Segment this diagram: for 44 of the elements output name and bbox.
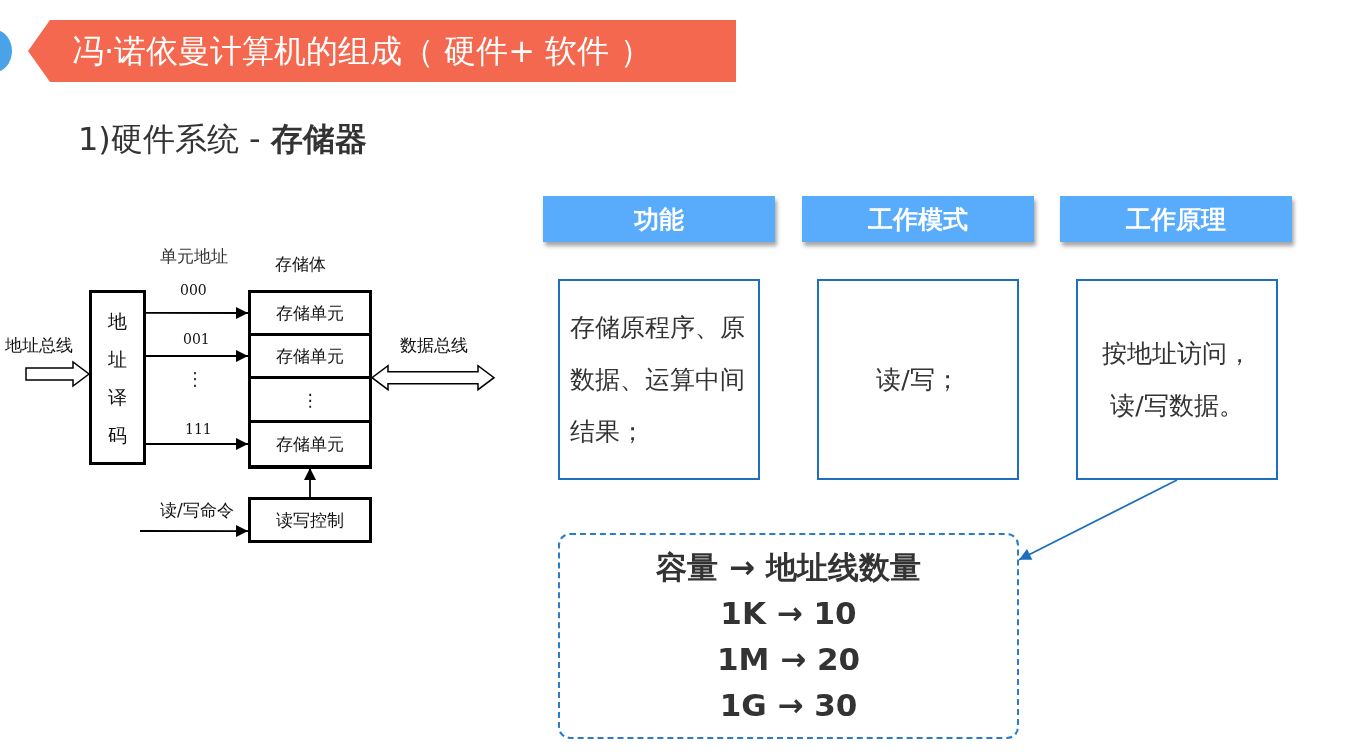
decoder-label: 地址译码	[107, 308, 128, 448]
edge-label: 001	[183, 331, 210, 347]
title-banner: 冯·诺依曼计算机的组成（ 硬件+ 软件 ）	[28, 20, 736, 82]
cell-label: 存储单元	[276, 301, 344, 325]
arrow	[25, 360, 91, 388]
cell-label: 存储单元	[276, 344, 344, 368]
decoder-box	[89, 290, 146, 465]
arrow	[145, 438, 249, 450]
control-box	[248, 497, 372, 543]
cell-label: 存储单元	[276, 432, 344, 456]
subtitle-text: 1)硬件系统 - 存储器	[78, 119, 367, 160]
header-tab	[1060, 196, 1292, 242]
content-box	[817, 279, 1019, 480]
edge-label: 数据总线	[400, 334, 468, 357]
edge-label: 000	[180, 282, 207, 298]
arrow	[370, 364, 496, 392]
arrow	[145, 307, 249, 319]
edge-label: 地址总线	[5, 334, 73, 357]
content-text: 按地址访问，读/写数据。	[1101, 337, 1253, 422]
content-text: 读/写；	[876, 363, 960, 396]
callout-line: 1K → 10	[720, 594, 857, 633]
dashed-callout-box	[558, 533, 1019, 739]
edge-label: 读/写命令	[160, 499, 234, 522]
callout-line: 容量 → 地址线数量	[656, 548, 921, 587]
content-box	[558, 279, 760, 480]
callout-line: 1G → 30	[719, 686, 858, 725]
cell-label: ⋮	[301, 389, 319, 410]
callout-line: 1M → 20	[716, 640, 861, 679]
arrow	[1018, 479, 1178, 561]
stack-heading: 存储体	[275, 253, 326, 276]
edge-label: 111	[185, 421, 212, 437]
content-box	[1076, 279, 1278, 480]
ellipsis-text: ⋮	[186, 368, 204, 390]
control-label: 读写控制	[276, 508, 344, 532]
header-tab	[802, 196, 1034, 242]
arrow	[145, 350, 249, 362]
header-label: 工作模式	[868, 203, 968, 236]
header-label: 工作原理	[1126, 203, 1226, 236]
arrow	[139, 525, 249, 538]
header-tab	[543, 196, 775, 242]
header-label: 功能	[634, 203, 684, 236]
content-text: 存储原程序、原数据、运算中间结果；	[570, 311, 746, 448]
arrow	[304, 467, 316, 498]
header-text: 单元地址	[160, 245, 228, 268]
